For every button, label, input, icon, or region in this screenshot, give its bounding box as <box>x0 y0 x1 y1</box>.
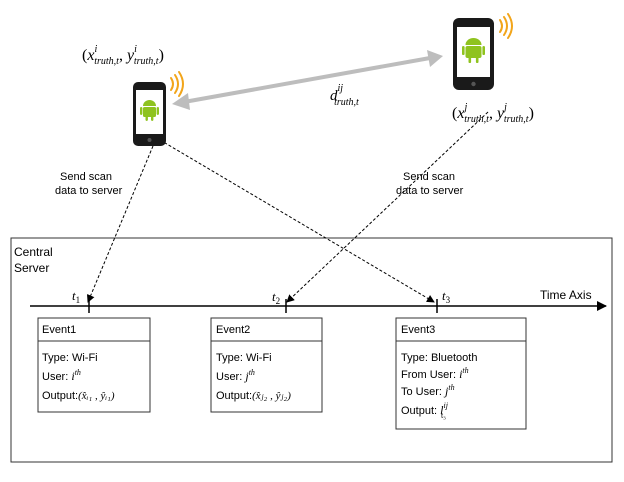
event3-to-user: To User: jth <box>401 383 455 398</box>
event3-box: Event3 Type: Bluetooth From User: ith To… <box>395 317 527 430</box>
send-scan-left-line2: data to server <box>55 185 123 197</box>
event2-title: Event2 <box>216 324 250 336</box>
event1-title: Event1 <box>42 324 76 336</box>
event3-title: Event3 <box>401 324 435 336</box>
send-scan-right-line2: data to server <box>396 185 464 197</box>
android-icon <box>140 100 159 121</box>
send-scan-left-line1: Send scan <box>60 171 112 183</box>
send-line-phone-i-to-t1 <box>87 145 154 303</box>
event2-box: Event2 Type: Wi-Fi User: jth Output:(x̂ⱼ… <box>210 317 323 413</box>
phone-j <box>453 18 494 90</box>
event1-type: Type: Wi-Fi <box>42 352 98 364</box>
event2-output: Output:(x̂ⱼ₂ , ŷⱼ₂) <box>216 390 291 402</box>
send-line-phone-j-to-t2 <box>286 111 489 303</box>
event3-type: Type: Bluetooth <box>401 352 477 364</box>
tick-label-t3: t3 <box>442 288 451 305</box>
central-server-label-line2: Server <box>14 261 49 275</box>
phone-i <box>133 82 166 146</box>
signal-icon-phone-i <box>170 71 184 97</box>
event2-type: Type: Wi-Fi <box>216 352 272 364</box>
signal-icon-phone-j <box>499 13 513 39</box>
android-icon <box>462 38 485 63</box>
tick-label-t2: t2 <box>272 289 280 306</box>
time-axis-label: Time Axis <box>540 288 592 302</box>
event1-box: Event1 Type: Wi-Fi User: ith Output:(x̂ᵢ… <box>37 317 151 413</box>
event2-user: User: jth <box>216 368 255 383</box>
event3-from-user: From User: ith <box>401 366 469 381</box>
event1-user: User: ith <box>42 368 81 383</box>
bluetooth-line-phone-i-to-t3 <box>159 139 435 303</box>
send-scan-right-line1: Send scan <box>403 171 455 183</box>
event1-output: Output:(x̂ᵢ₁ , ŷᵢ₁) <box>42 390 115 402</box>
central-server-label-line1: Central <box>14 245 53 259</box>
central-server-box <box>10 237 613 463</box>
tick-label-t1: t1 <box>72 288 80 305</box>
distance-arrow <box>172 50 443 110</box>
